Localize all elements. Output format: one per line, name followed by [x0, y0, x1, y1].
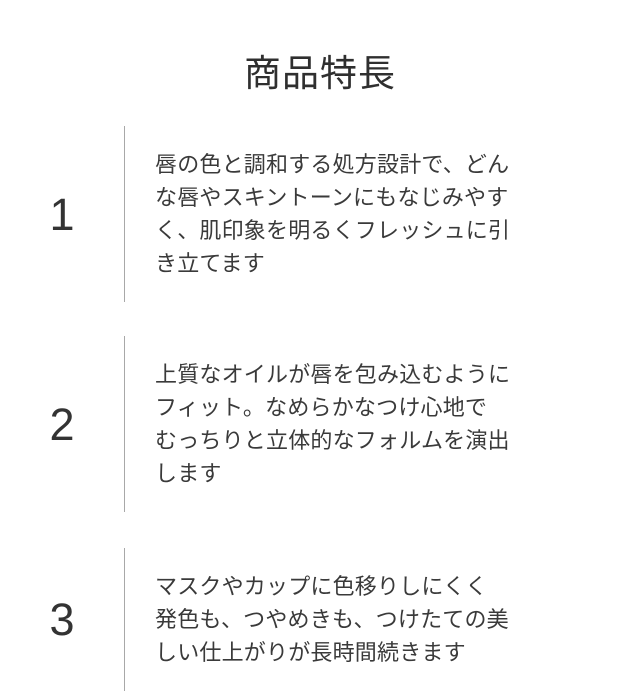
feature-text-cell: マスクやカップに色移りしにくく 発色も、つやめきも、つけたての美 しい仕上がりが…: [125, 548, 640, 691]
feature-divider: [124, 336, 125, 512]
feature-item: 2 上質なオイルが唇を包み込むように フィット。なめらかなつけ心地で むっちりと…: [0, 336, 640, 512]
feature-number: 3: [49, 594, 75, 645]
feature-item: 1 唇の色と調和する処方設計で、どん な唇やスキントーンにもなじみやす く、肌印…: [0, 126, 640, 302]
product-features-page: 商品特長 1 唇の色と調和する処方設計で、どん な唇やスキントーンにもなじみやす…: [49, 53, 511, 691]
page-title: 商品特長: [244, 53, 396, 94]
feature-description: 上質なオイルが唇を包み込むように フィット。なめらかなつけ心地で むっちりと立体…: [155, 362, 511, 486]
feature-number-cell: 2: [0, 336, 124, 512]
feature-text-cell: 上質なオイルが唇を包み込むように フィット。なめらかなつけ心地で むっちりと立体…: [125, 336, 640, 512]
feature-number: 1: [49, 188, 75, 240]
feature-number: 2: [49, 398, 75, 450]
feature-description: 唇の色と調和する処方設計で、どん な唇やスキントーンにもなじみやす く、肌印象を…: [155, 152, 511, 276]
feature-divider: [124, 548, 125, 691]
feature-list: 1 唇の色と調和する処方設計で、どん な唇やスキントーンにもなじみやす く、肌印…: [0, 126, 640, 691]
feature-description: マスクやカップに色移りしにくく 発色も、つやめきも、つけたての美 しい仕上がりが…: [155, 574, 509, 665]
feature-divider: [124, 126, 125, 302]
feature-number-cell: 1: [0, 126, 124, 302]
feature-item: 3 マスクやカップに色移りしにくく 発色も、つやめきも、つけたての美 しい仕上が…: [0, 548, 640, 691]
feature-text-cell: 唇の色と調和する処方設計で、どん な唇やスキントーンにもなじみやす く、肌印象を…: [125, 126, 640, 302]
feature-number-cell: 3: [0, 548, 124, 691]
